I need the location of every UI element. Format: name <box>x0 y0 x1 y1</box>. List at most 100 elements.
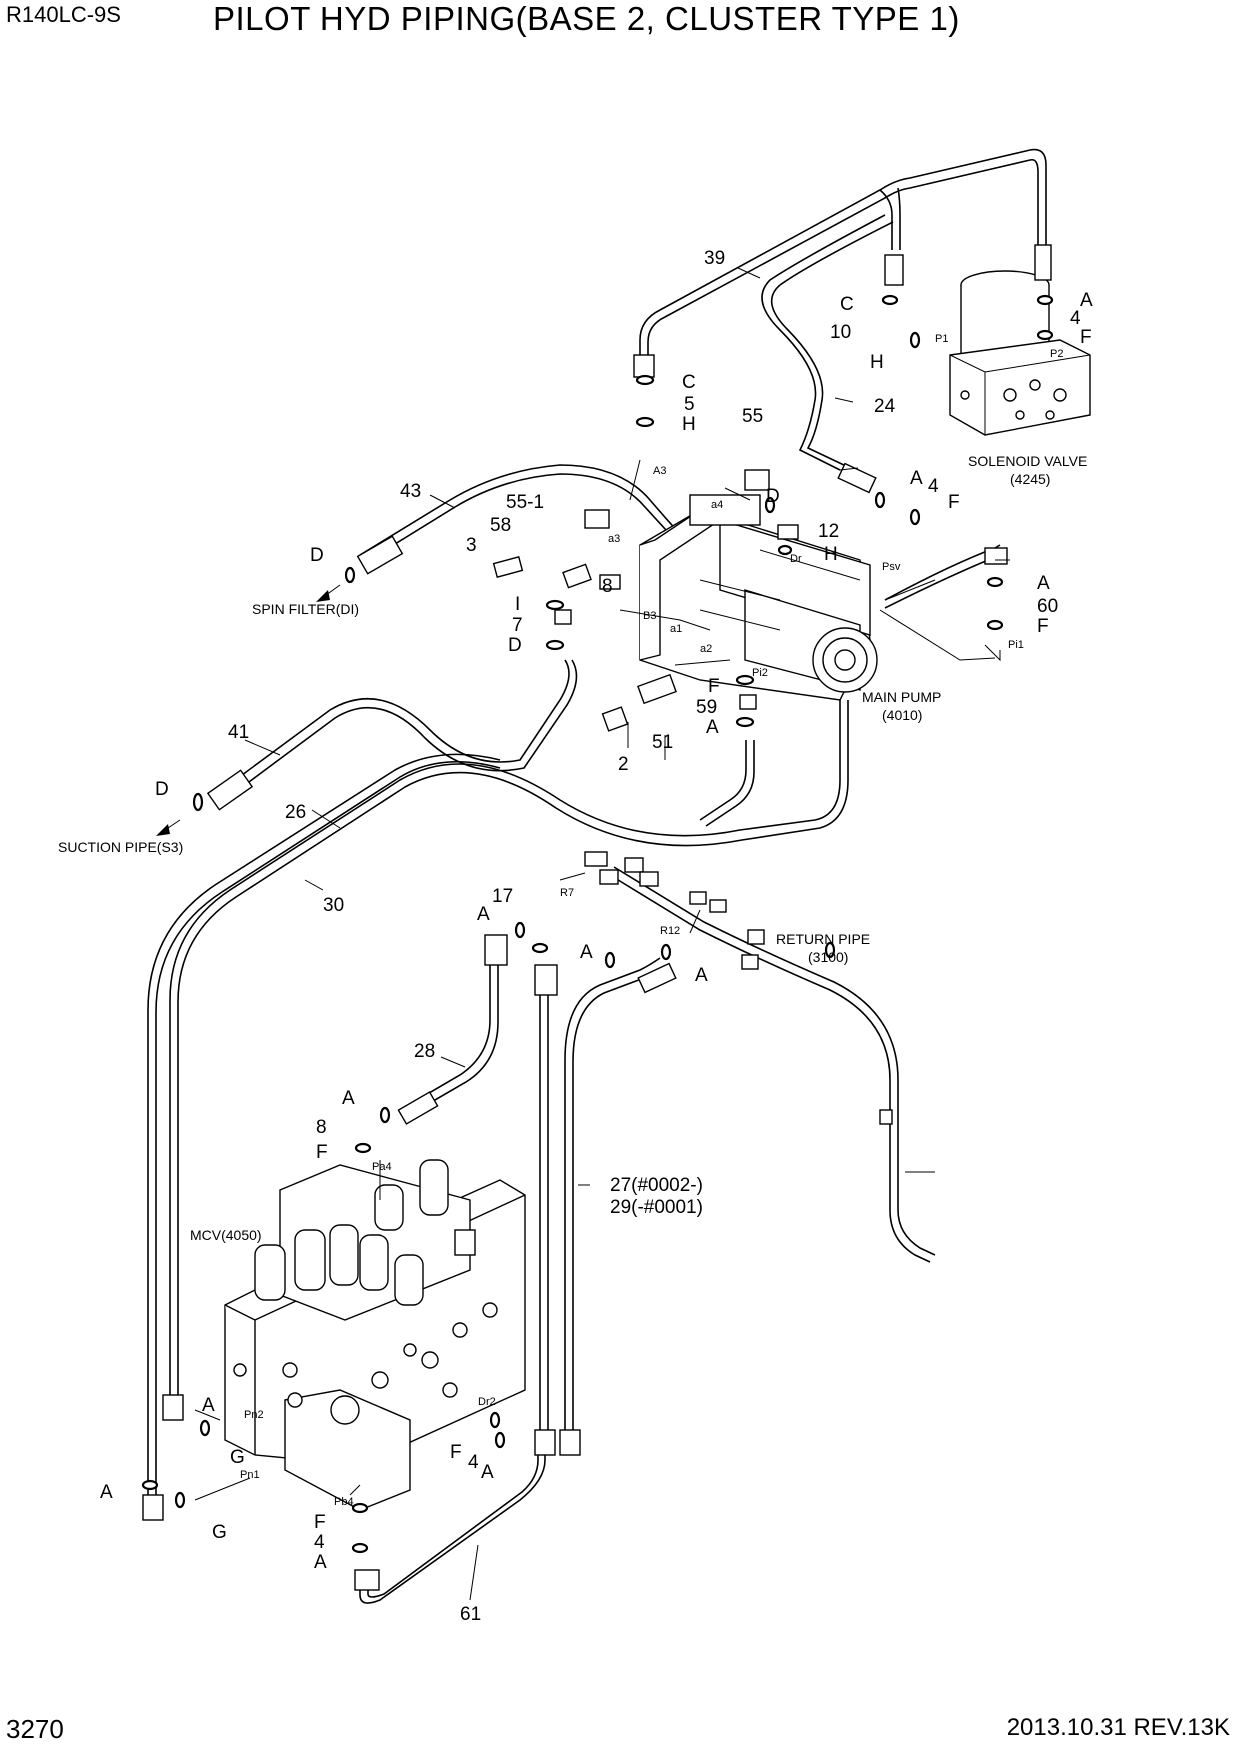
port-label: Psv <box>882 561 901 573</box>
letter-label: A <box>100 1482 113 1503</box>
port-label: Pa4 <box>372 1161 392 1173</box>
pump-fittings <box>492 469 799 732</box>
o-rings <box>141 294 1054 1554</box>
letter-label: H <box>824 544 838 565</box>
port-label: a4 <box>711 499 723 511</box>
part-label: 51 <box>652 732 673 753</box>
date-revision: 2013.10.31 REV.13K <box>1006 1714 1230 1741</box>
hose-61 <box>359 1450 546 1604</box>
letter-label: A <box>1037 573 1050 594</box>
letter-label: H <box>870 352 884 373</box>
solenoid-valve-label: SOLENOID VALVE <box>968 453 1087 469</box>
main-pump <box>639 494 878 701</box>
suction-pipe-label: SUCTION PIPE(S3) <box>58 839 183 855</box>
part-label: 61 <box>460 1604 481 1625</box>
main-pump-number: (4010) <box>882 707 922 723</box>
part-label: 7 <box>512 615 523 636</box>
port-label: Dr <box>790 553 802 565</box>
port-label: a3 <box>608 533 620 545</box>
letter-label: D <box>766 486 780 507</box>
part-label: 27(#0002-) <box>610 1175 703 1196</box>
letter-label: A <box>706 717 719 738</box>
part-label: 55-1 <box>506 492 544 513</box>
letter-label: D <box>310 545 324 566</box>
part-label: 30 <box>323 895 344 916</box>
part-label: 55 <box>742 406 763 427</box>
letter-label: C <box>682 372 696 393</box>
port-label: Dr2 <box>478 1396 496 1408</box>
leader-lines <box>194 267 1010 1601</box>
letter-label: A <box>314 1552 327 1573</box>
part-label: 4 <box>468 1452 479 1473</box>
letter-label: A <box>695 965 708 986</box>
letter-label: F <box>1080 327 1092 348</box>
part-label: 17 <box>492 886 513 907</box>
mcv-label: MCV(4050) <box>190 1227 262 1243</box>
hose-41 <box>214 659 570 796</box>
return-fittings <box>584 851 893 1125</box>
letter-label: F <box>316 1142 328 1163</box>
return-pipe <box>609 874 931 1263</box>
part-label: 8 <box>602 576 613 597</box>
port-label: Pb4 <box>334 1496 354 1508</box>
hose-fittings <box>142 244 1052 1591</box>
part-label: 4 <box>314 1532 325 1553</box>
port-label: Pi2 <box>752 667 768 679</box>
return-pipe-number: (3100) <box>808 949 848 965</box>
part-label: 2 <box>618 754 629 775</box>
solenoid-valve-block <box>949 339 1091 436</box>
letter-label: F <box>314 1512 326 1533</box>
letter-label: I <box>515 594 520 615</box>
letter-label: D <box>508 635 522 656</box>
letter-label: A <box>202 1395 215 1416</box>
letter-label: D <box>155 779 169 800</box>
part-label: 39 <box>704 248 725 269</box>
hose-39 <box>639 148 1047 355</box>
part-label: 58 <box>490 515 511 536</box>
part-label: 29(-#0001) <box>610 1197 703 1218</box>
letter-label: A <box>910 468 923 489</box>
part-label: 43 <box>400 481 421 502</box>
part-label: 4 <box>928 476 939 497</box>
letter-label: C <box>840 294 854 315</box>
port-label: P1 <box>935 333 948 345</box>
page-number: 3270 <box>6 1714 64 1744</box>
letter-label: H <box>682 414 696 435</box>
part-label: 26 <box>285 802 306 823</box>
port-label: a1 <box>670 623 682 635</box>
letter-label: F <box>948 492 960 513</box>
port-label: B3 <box>643 610 656 622</box>
part-label: 8 <box>316 1117 327 1138</box>
part-label: 4 <box>1070 308 1081 329</box>
spin-filter-label: SPIN FILTER(DI) <box>252 601 359 617</box>
port-label: a2 <box>700 643 712 655</box>
letter-label: A <box>342 1088 355 1109</box>
port-label: Pn2 <box>244 1409 264 1421</box>
port-label: R7 <box>560 887 574 899</box>
letter-label: F <box>1037 616 1049 637</box>
letter-label: A <box>477 904 490 925</box>
page-title: PILOT HYD PIPING(BASE 2, CLUSTER TYPE 1) <box>213 0 960 37</box>
part-label: 5 <box>684 394 695 415</box>
part-label: 3 <box>466 535 477 556</box>
letter-label: G <box>230 1447 245 1468</box>
hose-30 <box>147 753 501 1505</box>
port-label: A3 <box>653 465 666 477</box>
letter-label: F <box>450 1442 462 1463</box>
part-label: 28 <box>414 1041 435 1062</box>
model-number: R140LC-9S <box>6 2 121 27</box>
part-label: 41 <box>228 722 249 743</box>
part-label: 59 <box>696 697 717 718</box>
letter-label: A <box>481 1462 494 1483</box>
port-label: Pi1 <box>1008 639 1024 651</box>
part-label: 12 <box>818 521 839 542</box>
part-label: 10 <box>830 322 851 343</box>
mcv-body <box>224 1159 526 1511</box>
part-label: 60 <box>1037 596 1058 617</box>
letter-label: A <box>1080 290 1093 311</box>
direction-arrows <box>156 584 341 836</box>
port-label: R12 <box>660 925 680 937</box>
port-label: Pn1 <box>240 1469 260 1481</box>
hose-24 <box>761 214 886 471</box>
